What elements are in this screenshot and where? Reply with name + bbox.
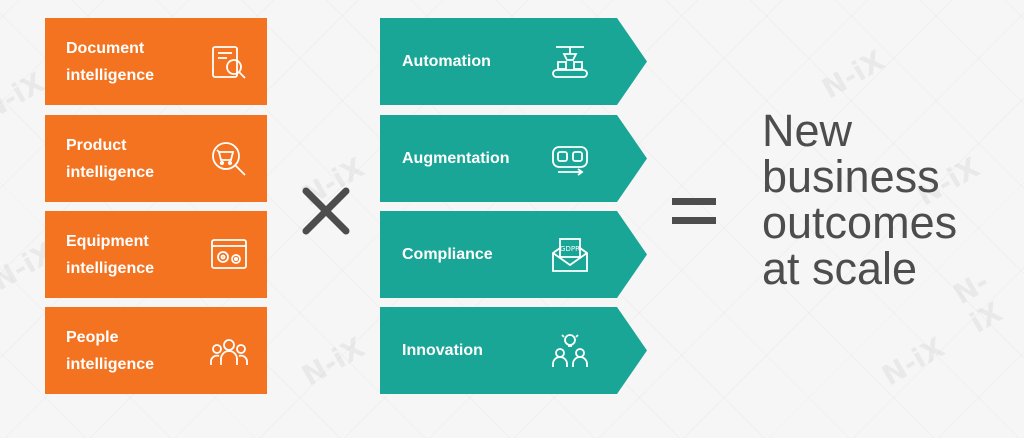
product-search-icon: [212, 141, 246, 176]
input-box-people: People intelligence: [45, 307, 267, 394]
result-text: New business outcomes at scale: [762, 105, 958, 294]
outcome-label: Augmentation: [402, 149, 510, 167]
input-label: People intelligence: [66, 328, 155, 373]
gdpr-envelope-icon: GDPR: [552, 237, 588, 272]
watermark: N-iX: [0, 65, 51, 128]
watermark: N-iX: [816, 43, 891, 106]
input-box-product: Product intelligence: [45, 115, 267, 202]
outcome-arrow-innovation: Innovation: [380, 307, 647, 394]
outcome-arrow-compliance: Compliance GDPR: [380, 211, 647, 298]
outcome-arrow-automation: Automation: [380, 18, 647, 105]
outcome-arrow-augmentation: Augmentation: [380, 115, 647, 202]
outcome-label: Compliance: [402, 245, 493, 263]
watermark: N-iX: [296, 330, 371, 393]
input-box-document: Document intelligence: [45, 18, 267, 105]
input-box-equipment: Equipment intelligence: [45, 211, 267, 298]
document-search-icon: [212, 45, 246, 79]
input-label: Document intelligence: [66, 39, 155, 84]
outcome-label: Innovation: [402, 341, 483, 359]
svg-text:GDPR: GDPR: [560, 245, 580, 253]
vr-headset-icon: [552, 145, 588, 176]
equals-icon: [672, 198, 716, 224]
people-group-icon: [210, 338, 248, 365]
outcome-label: Automation: [402, 52, 491, 70]
lightbulb-people-icon: [552, 333, 588, 367]
input-label: Equipment intelligence: [66, 232, 155, 277]
times-icon: [302, 187, 350, 235]
conveyor-robot-icon: [552, 45, 588, 78]
input-label: Product intelligence: [66, 136, 155, 181]
equipment-gears-icon: [211, 238, 247, 269]
watermark: N-iX: [876, 330, 951, 393]
